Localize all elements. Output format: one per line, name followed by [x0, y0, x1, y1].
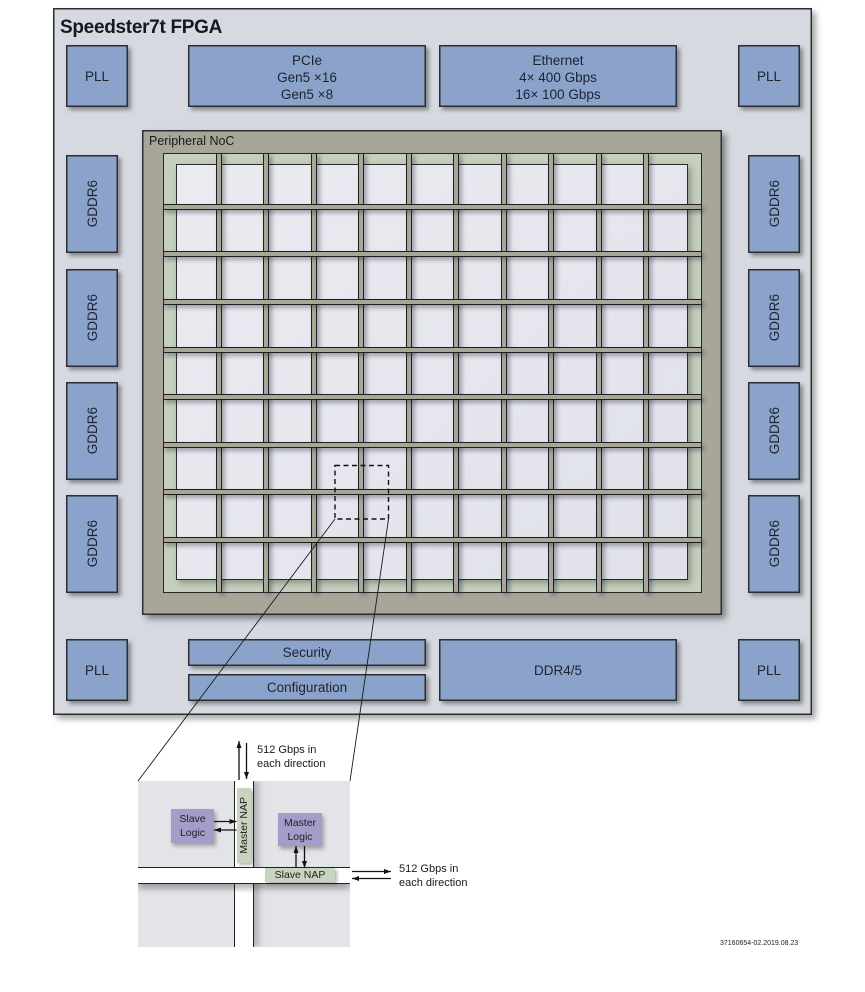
ethernet-title: Ethernet: [532, 52, 584, 68]
noc-vertical-channel: [548, 153, 555, 593]
noc-vertical-channel: [643, 153, 650, 593]
pll-label: PLL: [756, 662, 782, 678]
gddr6-block-left: GDDR6: [66, 495, 118, 593]
noc-channel-area: [163, 153, 702, 593]
noc-vertical-channel: [263, 153, 270, 593]
gddr6-label: GDDR6: [84, 520, 100, 568]
gddr6-block-left: GDDR6: [66, 269, 118, 367]
noc-horizontal-channel: [163, 441, 702, 448]
slave-logic-label: Logic: [179, 827, 206, 839]
noc-horizontal-channel: [163, 251, 702, 258]
noc-vertical-channel: [358, 153, 365, 593]
gddr6-block-right: GDDR6: [748, 495, 800, 593]
noc-vertical-channel: [310, 153, 317, 593]
bandwidth-note-line: 512 Gbps in: [399, 863, 459, 875]
noc-horizontal-channel: [163, 489, 702, 496]
noc-horizontal-channel: [163, 298, 702, 305]
pll-block-top-right: PLL: [738, 45, 800, 107]
gddr6-label: GDDR6: [766, 294, 782, 342]
master-logic-label: Logic: [287, 830, 313, 843]
master-nap: Master NAP: [236, 788, 251, 863]
pll-block-bottom-left: PLL: [66, 639, 128, 701]
chip-title: Speedster7t FPGA: [60, 17, 223, 38]
pcie-spec: Gen5 ×16: [277, 69, 337, 85]
vertical-bandwidth-note: 512 Gbps in each direction: [257, 743, 326, 771]
ethernet-block: Ethernet 4× 400 Gbps 16× 100 Gbps: [439, 45, 677, 107]
peripheral-noc-label: Peripheral NoC: [149, 133, 235, 148]
noc-horizontal-channel: [163, 536, 702, 543]
master-logic-block: Master Logic: [278, 813, 322, 846]
gddr6-label: GDDR6: [84, 407, 100, 455]
gddr6-label: GDDR6: [84, 294, 100, 342]
noc-vertical-channel: [405, 153, 412, 593]
pll-label: PLL: [756, 68, 782, 84]
document-id: 37160654-02.2019.08.23: [720, 939, 799, 947]
peripheral-noc: Peripheral NoC: [142, 130, 722, 615]
gddr6-block-right: GDDR6: [748, 155, 800, 253]
gddr6-label: GDDR6: [766, 520, 782, 568]
fpga-fabric: [176, 164, 688, 580]
horizontal-bandwidth-note: 512 Gbps in each direction: [399, 862, 468, 890]
configuration-label: Configuration: [266, 680, 348, 695]
noc-horizontal-channel: [163, 394, 702, 401]
pcie-block: PCIe Gen5 ×16 Gen5 ×8: [188, 45, 426, 107]
gddr6-label: GDDR6: [766, 407, 782, 455]
gddr6-block-left: GDDR6: [66, 382, 118, 480]
noc-vertical-channel: [453, 153, 460, 593]
bandwidth-note-line: each direction: [257, 758, 326, 770]
noc-horizontal-channel: [163, 346, 702, 353]
pll-label: PLL: [84, 68, 110, 84]
pll-label: PLL: [84, 662, 110, 678]
slave-logic-block: Slave Logic: [171, 809, 214, 843]
noc-vertical-channel: [500, 153, 507, 593]
bandwidth-note-line: each direction: [399, 877, 468, 889]
security-label: Security: [282, 645, 332, 660]
noc-vertical-channel: [595, 153, 602, 593]
gddr6-block-right: GDDR6: [748, 269, 800, 367]
ddr-label: DDR4/5: [533, 662, 582, 678]
noc-vertical-channel: [215, 153, 222, 593]
gddr6-block-right: GDDR6: [748, 382, 800, 480]
ddr-block: DDR4/5: [439, 639, 677, 701]
slave-nap-label: Slave NAP: [274, 869, 326, 881]
nap-detail-view: Master NAP Slave NAP Slave Logic Master …: [138, 781, 350, 947]
slave-nap: Slave NAP: [265, 868, 335, 882]
ethernet-spec: 16× 100 Gbps: [515, 86, 601, 102]
pcie-title: PCIe: [291, 52, 322, 68]
slave-logic-label: Slave: [179, 813, 206, 825]
master-logic-label: Master: [283, 816, 317, 829]
security-block: Security: [188, 639, 426, 666]
ethernet-spec: 4× 400 Gbps: [519, 69, 597, 85]
master-nap-label: Master NAP: [237, 797, 250, 854]
fpga-chip: Speedster7t FPGA PLL PCIe Gen5 ×16 Gen5 …: [53, 8, 812, 715]
configuration-block: Configuration: [188, 674, 426, 701]
noc-horizontal-channel: [163, 203, 702, 210]
bandwidth-note-line: 512 Gbps in: [257, 744, 317, 756]
pll-block-top-left: PLL: [66, 45, 128, 107]
pcie-spec: Gen5 ×8: [280, 86, 334, 102]
gddr6-label: GDDR6: [766, 180, 782, 228]
pll-block-bottom-right: PLL: [738, 639, 800, 701]
gddr6-block-left: GDDR6: [66, 155, 118, 253]
gddr6-label: GDDR6: [84, 180, 100, 228]
